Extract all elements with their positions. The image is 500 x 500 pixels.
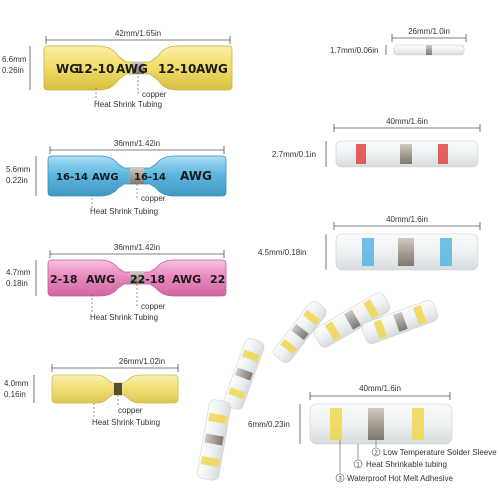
legend-number: 3 <box>338 477 342 483</box>
small-yellow-connector: 26mm/1.02in 4.0mm 0.16in copper Heat Shr… <box>4 357 179 427</box>
loose-sleeve <box>196 399 232 481</box>
legend-marker-1 <box>353 459 363 469</box>
tubing-print: 16-14 <box>56 172 88 183</box>
legend-marker-2 <box>371 447 381 457</box>
diameter-mm-label: 4.0mm <box>4 379 29 388</box>
blue-solder-sleeve: 40mm/1.6in 4.5mm/0.18in <box>258 215 481 271</box>
copper-label: copper <box>142 90 167 99</box>
diameter-mm-label: 6.6mm <box>2 55 27 64</box>
tubing-print: AWG <box>92 172 119 183</box>
yellow-butt-connector: 42mm/1.65in WG 12-10 AWG 12-10 AWG 6.6mm… <box>2 29 233 109</box>
diameter-label: 6mm/0.23in <box>248 420 290 429</box>
copper-core <box>114 383 122 395</box>
loose-yellow-sleeves <box>196 292 439 481</box>
tubing-print: WG <box>56 62 79 76</box>
diameter-in-label: 0.16in <box>4 390 26 399</box>
length-label: 40mm/1.6in <box>386 215 428 224</box>
legend-marker-3 <box>335 473 345 483</box>
solder-ring <box>426 45 432 55</box>
loose-sleeve <box>313 292 391 348</box>
loose-sleeve <box>223 338 265 410</box>
adhesive-ring-right <box>412 408 424 440</box>
white-solder-sleeve: 26mm/1.0in 1.7mm/0.06in <box>330 27 467 56</box>
length-label: 40mm/1.6in <box>359 384 401 393</box>
diameter-label: 2.7mm/0.1in <box>272 150 316 159</box>
copper-core <box>132 62 144 74</box>
tubing-print: AWG <box>180 169 212 183</box>
length-label: 36mm/1.42in <box>114 139 160 148</box>
tubing-print: AWG <box>196 62 228 76</box>
copper-label: copper <box>141 302 166 311</box>
length-label: 26mm/1.02in <box>119 357 165 366</box>
length-label: 36mm/1.42in <box>114 243 160 252</box>
tubing-label: Heat Shrink Tubing <box>94 100 162 109</box>
legend-number: 1 <box>356 463 360 469</box>
diameter-mm-label: 5.6mm <box>6 165 31 174</box>
tubing-print: AWG <box>86 273 115 286</box>
legend-item-solder-sleeve: Low Temperature Solder Sleeve <box>383 448 497 457</box>
diameter-label: 1.7mm/0.06in <box>330 46 378 55</box>
diameter-label: 4.5mm/0.18in <box>258 248 306 257</box>
loose-sleeve <box>361 300 439 344</box>
tubing-label: Heat Shrink Tubing <box>92 418 160 427</box>
tubing-label: Heat Shrink Tubing <box>90 313 158 322</box>
diameter-mm-label: 4.7mm <box>6 268 31 277</box>
red-solder-sleeve: 40mm/1.6in 2.7mm/0.1in <box>272 117 481 168</box>
yellow-solder-sleeve: 40mm/1.6in 6mm/0.23in <box>248 384 453 445</box>
solder-ring <box>400 144 412 164</box>
solder-ring <box>368 408 384 440</box>
pink-butt-connector: 36mm/1.42in 2-18 AWG 22-18 AWG 22 4.7mm … <box>6 243 227 322</box>
tubing-print: 16-14 <box>134 172 166 183</box>
copper-label: copper <box>141 194 166 203</box>
adhesive-ring-left <box>362 238 374 266</box>
adhesive-ring-right <box>438 144 448 164</box>
length-label: 42mm/1.65in <box>115 29 161 38</box>
tubing-label: Heat Shrink Tubing <box>90 207 158 216</box>
diameter-in-label: 0.26in <box>2 66 24 75</box>
loose-sleeve <box>273 301 327 363</box>
solder-ring <box>398 238 414 266</box>
diameter-in-label: 0.22in <box>6 176 28 185</box>
copper-core <box>130 168 144 184</box>
tubing-print: 22 <box>210 273 225 286</box>
copper-label: copper <box>118 406 143 415</box>
legend-item-heat-shrink: Heat Shrinkable tubing <box>366 460 447 469</box>
tubing-print: 22-18 <box>130 273 165 286</box>
adhesive-ring-left <box>356 144 366 164</box>
length-label: 26mm/1.0in <box>408 27 450 36</box>
tubing-print: 12-10 <box>76 62 114 76</box>
length-label: 40mm/1.6in <box>386 117 428 126</box>
tubing-print: 12-10 <box>158 62 196 76</box>
adhesive-ring-left <box>330 408 342 440</box>
adhesive-ring-right <box>440 238 452 266</box>
legend-number: 2 <box>374 451 378 457</box>
tubing-print: AWG <box>172 273 201 286</box>
tubing-print: 2-18 <box>50 273 78 286</box>
legend-item-adhesive: Waterproof Hot Melt Adhesive <box>347 474 454 483</box>
blue-butt-connector: 36mm/1.42in 16-14 AWG 16-14 AWG 5.6mm 0.… <box>6 139 227 216</box>
copper-core <box>130 272 144 284</box>
parts-legend: 2 Low Temperature Solder Sleeve 1 Heat S… <box>335 440 497 483</box>
diameter-in-label: 0.18in <box>6 279 28 288</box>
tubing-print: AWG <box>116 62 148 76</box>
